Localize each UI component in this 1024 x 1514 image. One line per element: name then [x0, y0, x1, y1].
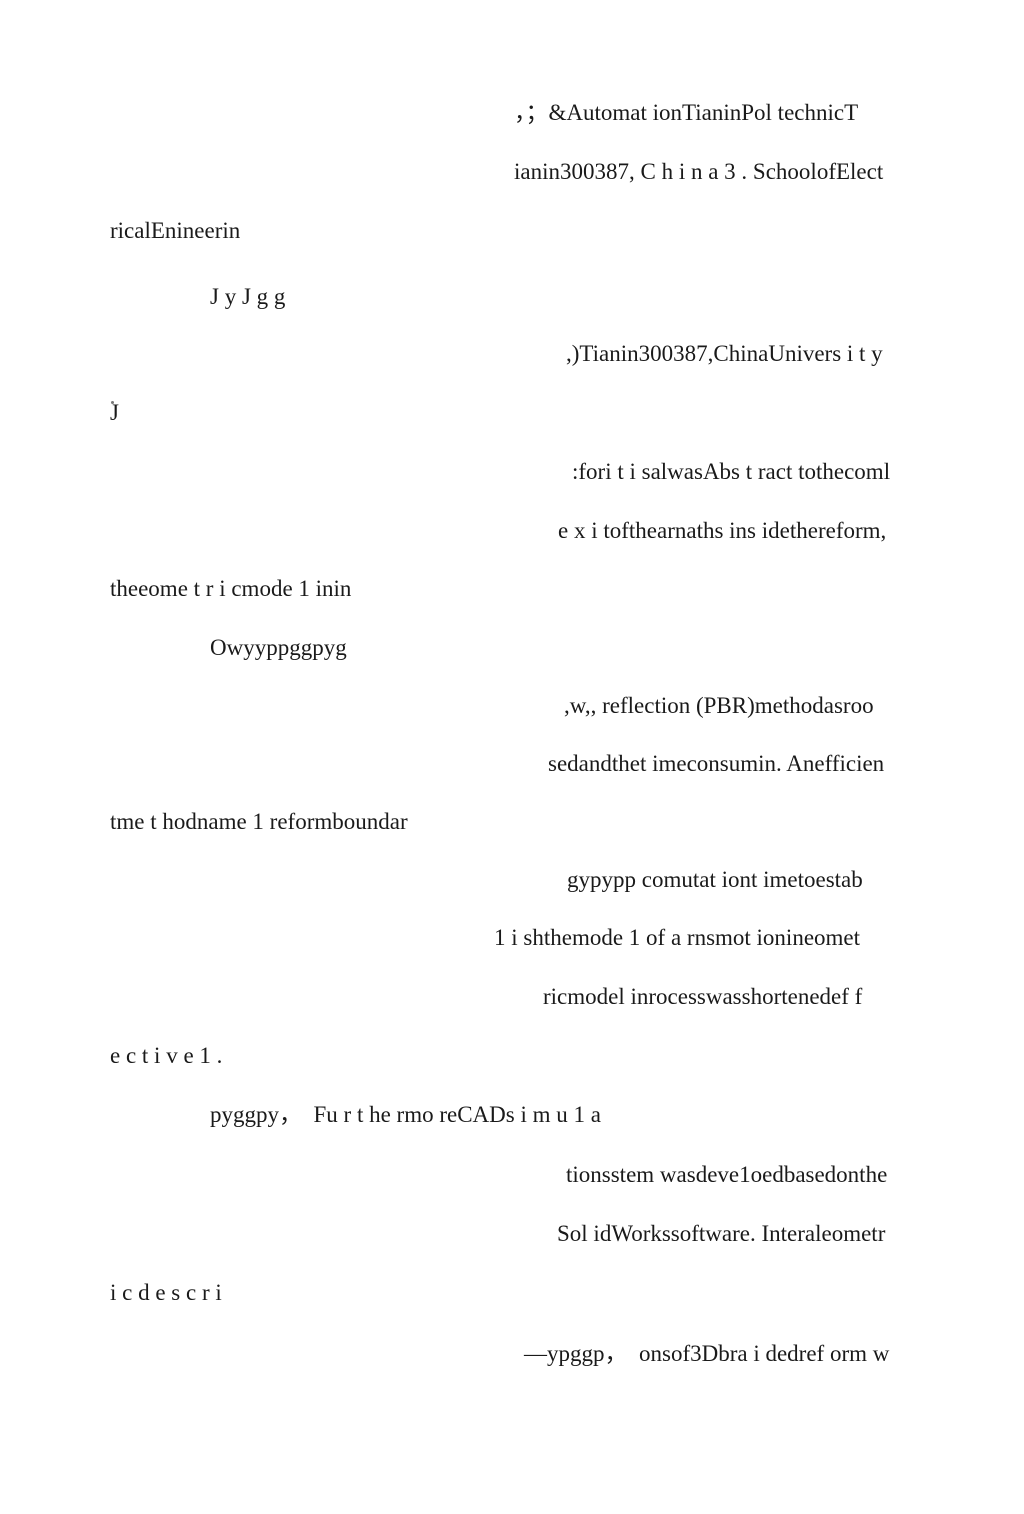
- text-line-21: i c d e s c r i: [110, 1280, 222, 1305]
- text-line-13: tme t hodname 1 reformboundar: [110, 809, 408, 834]
- text-line-8: e x i tofthearnaths ins idethereform,: [558, 518, 887, 543]
- text-line-19: tionsstem wasdeve1oedbasedonthe: [566, 1162, 888, 1187]
- text-line-17: e c t i v e 1 .: [110, 1043, 223, 1068]
- text-line-7: :fori t i salwasAbs t ract tothecoml: [572, 459, 891, 484]
- text-line-16: ricmodel inrocesswasshortenedef f: [543, 984, 863, 1009]
- text-line-11: ,w,, reflection (PBR)methodasroo: [564, 693, 874, 718]
- text-line-1: ，；&Automat ionTianinPol technicT: [514, 100, 859, 125]
- text-line-10: Owyyppggpyg: [210, 635, 347, 660]
- text-line-9: theeome t r i cmode 1 inin: [110, 576, 352, 601]
- text-line-5: ,)Tianin300387,ChinaUnivers i t y: [566, 341, 883, 366]
- text-line-20: Sol idWorkssoftware. Interaleometr: [557, 1221, 886, 1246]
- text-line-6: J: [110, 400, 119, 425]
- text-line-4: J y J g g: [210, 284, 286, 309]
- stray-dot-mark: [111, 401, 114, 404]
- text-line-22: —ypggp， onsof3Dbra i dedref orm w: [524, 1341, 890, 1366]
- text-line-12: sedandthet imeconsumin. Anefficien: [548, 751, 885, 776]
- text-line-14: gypypp comutat iont imetoestab: [567, 867, 863, 892]
- text-line-15: 1 i shthemode 1 of a rnsmot ionineomet: [494, 925, 861, 950]
- text-line-2: ianin300387, C h i n a 3 . SchoolofElect: [514, 159, 884, 184]
- text-line-18: pyggpy， Fu r t he rmo reCADs i m u 1 a: [210, 1102, 601, 1127]
- text-line-3: ricalEnineerin: [110, 218, 241, 243]
